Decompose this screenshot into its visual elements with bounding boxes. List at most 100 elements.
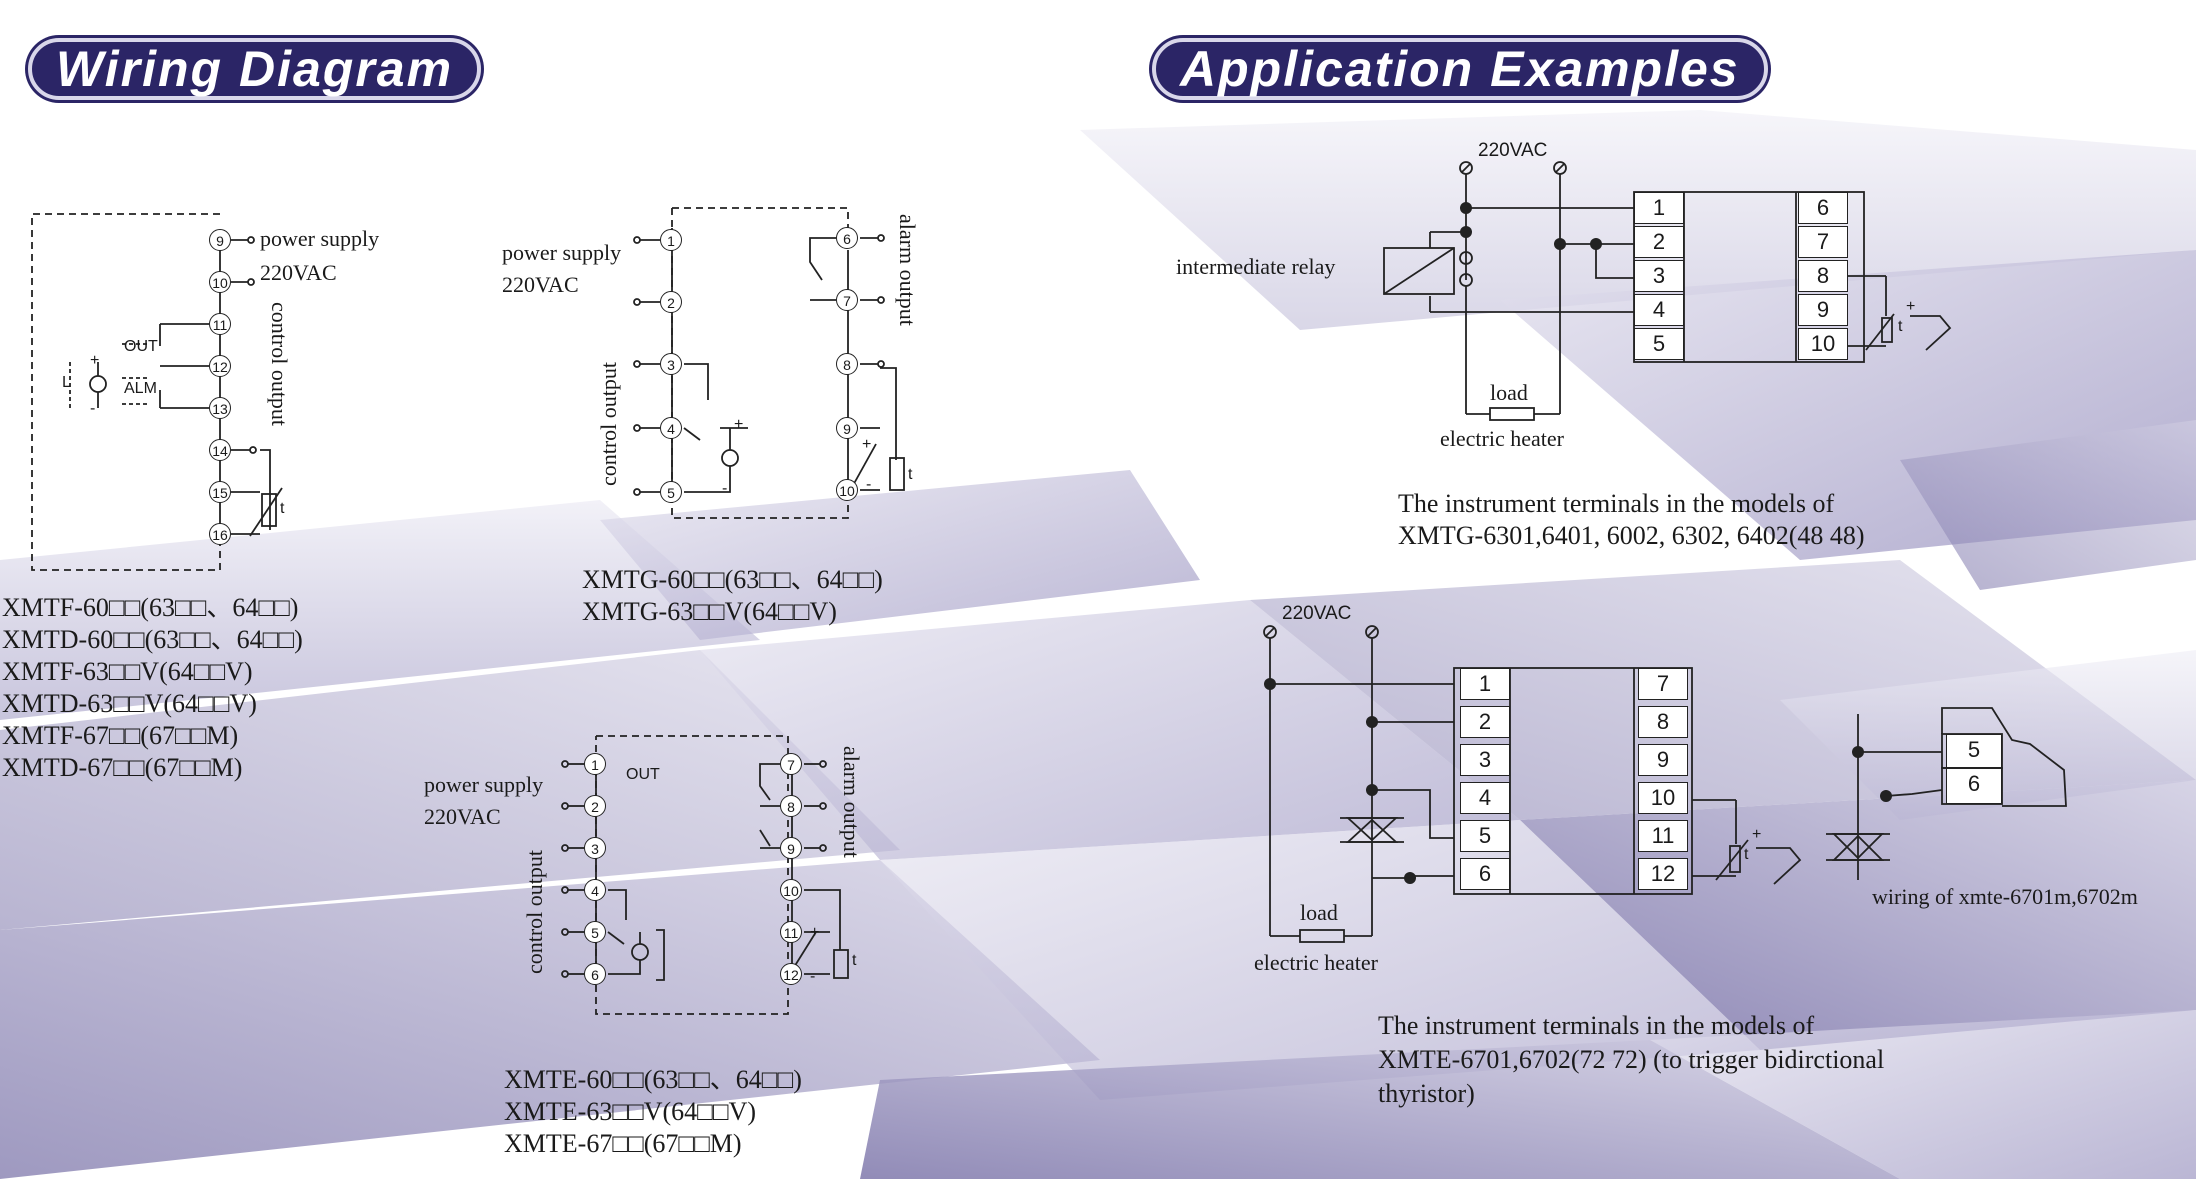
pin-4: 4: [584, 879, 606, 901]
caption-line: XMTG-6301,6401, 6002, 6302, 6402(48 48): [1398, 521, 1865, 550]
model-item: XMTF-60□□(63□□、64□□): [2, 593, 299, 622]
heater-label: electric heater: [1440, 426, 1564, 451]
pin-9: 9: [836, 417, 858, 439]
terminal-7: 7: [1638, 668, 1688, 700]
load-label: load: [1300, 900, 1338, 925]
caption-line: The instrument terminals in the models o…: [1398, 489, 1835, 518]
terminal-3: 3: [1460, 744, 1510, 776]
terminal-12: 12: [1638, 858, 1688, 890]
thermo-t: t: [1898, 318, 1903, 335]
control-output-label: control output: [267, 302, 292, 427]
caption-line: XMTE-6701,6702(72 72) (to trigger bidirc…: [1378, 1045, 1885, 1074]
terminal-8: 8: [1798, 260, 1848, 292]
model-item: XMTF-63□□V(64□□V): [2, 657, 253, 686]
relay-label: intermediate relay: [1176, 254, 1336, 279]
model-item: XMTE-67□□(67□□M): [504, 1129, 742, 1158]
model-item: XMTD-67□□(67□□M): [2, 753, 243, 782]
minus-sign: -: [90, 400, 96, 417]
terminal-1: 1: [1460, 668, 1510, 700]
side-wiring-caption: wiring of xmte-6701m,6702m: [1872, 884, 2138, 909]
pin-2: 2: [660, 291, 682, 313]
pin-9: 9: [780, 837, 802, 859]
pin-14: 14: [209, 439, 231, 461]
terminal-4: 4: [1634, 294, 1684, 326]
power-supply-label: power supply: [260, 226, 380, 251]
pin-8: 8: [780, 795, 802, 817]
pin-1: 1: [660, 229, 682, 251]
terminal-9: 9: [1798, 294, 1848, 326]
voltage-label: 220VAC: [1282, 603, 1352, 624]
pin-4: 4: [660, 417, 682, 439]
caption-line: thyristor): [1378, 1079, 1475, 1108]
model-item: XMTG-63□□V(64□□V): [582, 597, 837, 626]
l-sign: L: [62, 374, 71, 391]
pin-10: 10: [209, 271, 231, 293]
pin-11: 11: [209, 313, 231, 335]
terminal-9: 9: [1638, 744, 1688, 776]
pin-2: 2: [584, 795, 606, 817]
terminal-11: 11: [1638, 820, 1688, 852]
header-wiring-diagram: Wiring Diagram: [28, 38, 482, 100]
pin-13: 13: [209, 397, 231, 419]
voltage-label: 220VAC: [1478, 140, 1548, 161]
control-output-label: control output: [522, 850, 547, 975]
terminal-2: 2: [1634, 226, 1684, 258]
terminal-5: 5: [1634, 328, 1684, 360]
out-label: OUT: [626, 766, 660, 783]
model-item: XMTE-60□□(63□□、64□□): [504, 1065, 802, 1094]
terminal-10: 10: [1798, 328, 1848, 360]
terminal-1: 1: [1634, 192, 1684, 224]
terminal-4: 4: [1460, 782, 1510, 814]
thermo-t: t: [908, 466, 913, 483]
terminal-7: 7: [1798, 226, 1848, 258]
plus-sign: +: [1752, 826, 1762, 843]
heater-label: electric heater: [1254, 950, 1378, 975]
model-item: XMTD-63□□V(64□□V): [2, 689, 257, 718]
pin-5: 5: [660, 481, 682, 503]
pin-12: 12: [780, 963, 802, 985]
plus-sign: +: [734, 416, 744, 433]
pin-9: 9: [209, 229, 231, 251]
thermo-t: t: [852, 952, 857, 969]
model-item: XMTD-60□□(63□□、64□□): [2, 625, 303, 654]
side-terminal-6: 6: [1946, 768, 2002, 804]
pin-10: 10: [780, 879, 802, 901]
pin-7: 7: [780, 753, 802, 775]
load-label: load: [1490, 380, 1528, 405]
terminal-10: 10: [1638, 782, 1688, 814]
plus-sign: +: [810, 924, 820, 941]
minus-sign: -: [722, 480, 728, 497]
pin-10: 10: [836, 479, 858, 501]
pin-3: 3: [584, 837, 606, 859]
plus-sign: +: [1906, 298, 1916, 315]
terminal-6: 6: [1460, 858, 1510, 890]
plus-sign: +: [862, 436, 872, 453]
pin-3: 3: [660, 353, 682, 375]
plus-sign: +: [90, 352, 100, 369]
terminal-8: 8: [1638, 706, 1688, 738]
minus-sign: -: [866, 476, 872, 493]
thermo-t: t: [1744, 846, 1749, 863]
model-item: XMTE-63□□V(64□□V): [504, 1097, 757, 1126]
minus-sign: -: [810, 968, 816, 985]
terminal-2: 2: [1460, 706, 1510, 738]
voltage-label: 220VAC: [502, 272, 579, 297]
out-label: OUT: [124, 338, 158, 355]
pin-11: 11: [780, 921, 802, 943]
pin-5: 5: [584, 921, 606, 943]
pin-6: 6: [836, 227, 858, 249]
side-terminal-5: 5: [1946, 734, 2002, 768]
pin-16: 16: [209, 523, 231, 545]
alm-label: ALM: [124, 380, 157, 397]
alarm-output-label: alarm output: [895, 214, 920, 326]
pin-6: 6: [584, 963, 606, 985]
power-supply-label: power supply: [424, 772, 544, 797]
control-output-label: control output: [596, 362, 621, 487]
terminal-6: 6: [1798, 192, 1848, 224]
model-item: XMTF-67□□(67□□M): [2, 721, 239, 750]
pin-1: 1: [584, 753, 606, 775]
header-application-examples: Application Examples: [1152, 38, 1768, 100]
thermo-t: t: [280, 500, 285, 517]
voltage-label: 220VAC: [424, 804, 501, 829]
